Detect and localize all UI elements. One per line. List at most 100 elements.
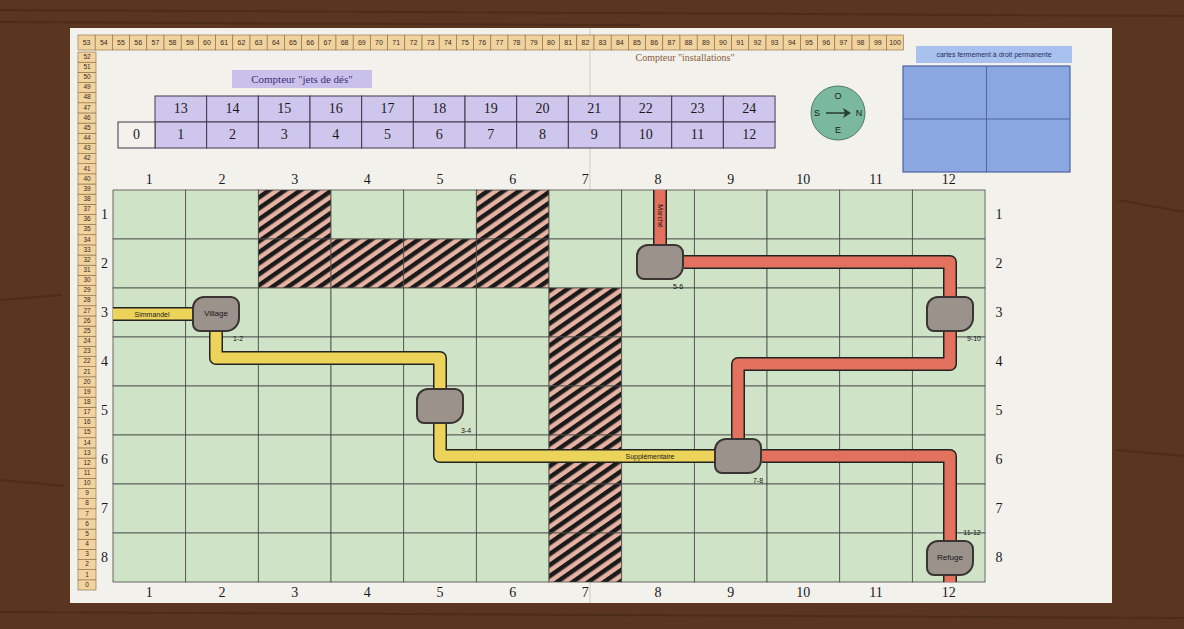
score-track-cell (714, 35, 731, 50)
grass-cell (404, 190, 477, 239)
score-track-cell (216, 35, 233, 50)
dice-range: 5-6 (673, 283, 683, 290)
column-number: 1 (113, 584, 186, 601)
score-track-cell (181, 35, 198, 50)
column-number: 7 (549, 584, 622, 601)
dice-cell: 4 (310, 122, 362, 148)
score-track-cell (439, 35, 456, 50)
score-track-cell (78, 336, 96, 346)
score-track-number: 58 (164, 35, 181, 50)
score-track-cell (594, 35, 611, 50)
score-track-cell (78, 93, 96, 103)
grass-cell (258, 386, 331, 435)
score-track-number: 87 (663, 35, 680, 50)
score-track-number: 54 (95, 35, 112, 50)
column-number: 8 (622, 584, 695, 601)
column-number: 6 (476, 171, 549, 188)
score-track-cell (78, 133, 96, 143)
town: Village1-2 (192, 296, 240, 332)
score-track-number: 40 (78, 174, 96, 184)
score-track-number: 62 (233, 35, 250, 50)
score-track-cell (78, 164, 96, 174)
compass-letter: S (814, 109, 820, 118)
score-track-cell (78, 529, 96, 539)
mountain-cell (258, 239, 331, 288)
score-track-number: 56 (130, 35, 147, 50)
grass-cell (113, 239, 186, 288)
score-track-cell (78, 245, 96, 255)
grass-cell (694, 533, 767, 582)
column-number: 12 (912, 584, 985, 601)
town: 9-10 (926, 296, 974, 332)
score-track-number: 35 (78, 225, 96, 235)
row-number: 7 (97, 484, 112, 533)
score-track-number: 27 (78, 306, 96, 316)
column-number: 10 (767, 171, 840, 188)
score-track-cell (78, 35, 95, 50)
row-number: 5 (97, 386, 112, 435)
grass-cell (767, 484, 840, 533)
dice-table-cell (517, 122, 569, 148)
grass-cell (404, 484, 477, 533)
score-track-number: 47 (78, 103, 96, 113)
score-track-number: 60 (198, 35, 215, 50)
score-track-cell (697, 35, 714, 50)
column-number: 6 (476, 584, 549, 601)
score-track-cell (491, 35, 508, 50)
grass-cell (186, 386, 259, 435)
score-track-number: 49 (78, 83, 96, 93)
grass-cell (331, 435, 404, 484)
counter-title: Compteur "jets de dés" (232, 70, 372, 88)
dice-table-cell (413, 122, 465, 148)
grass-cell (912, 533, 985, 582)
row-number: 8 (97, 533, 112, 582)
score-track-cell (78, 570, 96, 580)
score-track-number: 13 (78, 448, 96, 458)
dice-table-cell (620, 122, 672, 148)
grass-cell (549, 190, 622, 239)
score-track-number: 85 (628, 35, 645, 50)
dice-table-cell (362, 96, 414, 122)
grass-cell (113, 435, 186, 484)
score-track-cell (680, 35, 697, 50)
score-track-cell (78, 103, 96, 113)
dice-cell: 12 (723, 122, 775, 148)
column-number: 4 (331, 584, 404, 601)
column-number: 9 (694, 584, 767, 601)
score-track-number: 55 (112, 35, 129, 50)
grass-cell (476, 337, 549, 386)
column-number: 9 (694, 171, 767, 188)
score-track-cell (78, 519, 96, 529)
score-track-cell (336, 35, 353, 50)
score-track-number: 9 (78, 489, 96, 499)
grass-cell (331, 288, 404, 337)
row-number: 1 (990, 190, 1008, 239)
score-track-number: 39 (78, 184, 96, 194)
wood-grain (0, 10, 1184, 16)
mountain-cell (549, 337, 622, 386)
score-track-cell (78, 448, 96, 458)
dice-cell: 10 (620, 122, 672, 148)
score-track-cell (302, 35, 319, 50)
score-track-number: 80 (542, 35, 559, 50)
dice-table-cell (207, 96, 259, 122)
score-track-cell (577, 35, 594, 50)
grass-cell (767, 190, 840, 239)
score-track-number: 15 (78, 428, 96, 438)
dice-cell: 9 (568, 122, 620, 148)
grass-cell (186, 239, 259, 288)
grass-cell (113, 386, 186, 435)
score-track-number: 24 (78, 336, 96, 346)
column-number: 11 (840, 171, 913, 188)
dice-table-cell (723, 122, 775, 148)
score-track-number: 81 (560, 35, 577, 50)
column-number: 4 (331, 171, 404, 188)
score-track-cell (78, 326, 96, 336)
town: 5-6 (636, 244, 684, 280)
row-number: 6 (990, 435, 1008, 484)
mountain-cell (549, 288, 622, 337)
row-number: 2 (97, 239, 112, 288)
score-track-number: 59 (181, 35, 198, 50)
grass-cell (912, 288, 985, 337)
score-track-number: 20 (78, 377, 96, 387)
